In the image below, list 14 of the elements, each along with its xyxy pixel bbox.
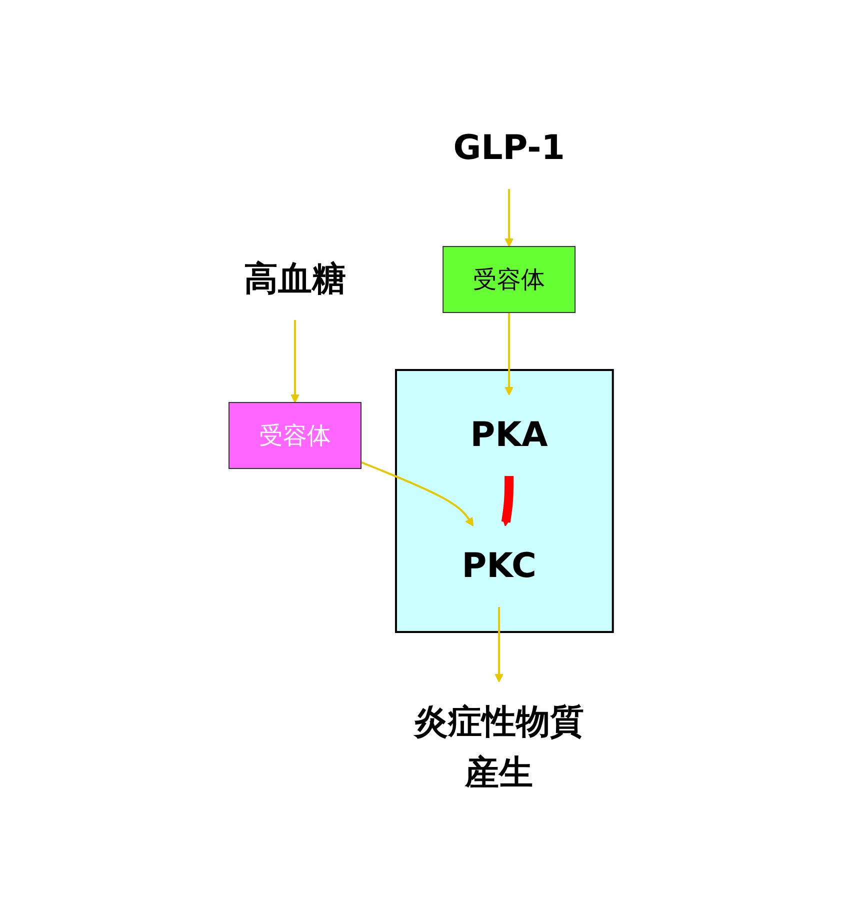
node-text: GLP-1 [453, 128, 565, 168]
node-text: PKC [462, 546, 536, 586]
node-box: 受容体 [228, 402, 362, 469]
node-text: 高血糖 [244, 259, 346, 300]
node-box: 受容体 [442, 246, 576, 313]
cluster [394, 369, 614, 633]
arrow [494, 607, 504, 682]
arrow [504, 189, 514, 247]
arrow [290, 320, 300, 403]
node-text: 炎症性物質産生 [414, 702, 584, 793]
arrow [501, 476, 514, 526]
node-text: PKA [470, 415, 548, 455]
arrow [360, 461, 474, 526]
arrow [504, 312, 514, 396]
